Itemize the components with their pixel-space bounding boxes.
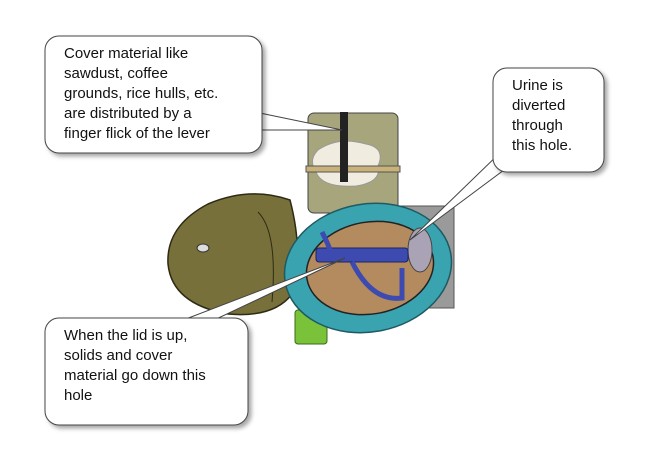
hopper-band bbox=[305, 165, 401, 173]
callout-cover-material: Cover material like sawdust, coffee grou… bbox=[64, 45, 219, 142]
lid bbox=[167, 193, 299, 316]
lid-latch bbox=[196, 243, 210, 253]
lever bbox=[340, 112, 348, 182]
urine-diversion-hole bbox=[407, 227, 433, 273]
callout-urine-diversion: Urine is diverted through this hole. bbox=[512, 77, 573, 154]
solids-pipe bbox=[315, 247, 409, 263]
callout-solids-hole: When the lid is up, solids and cover mat… bbox=[64, 327, 206, 404]
